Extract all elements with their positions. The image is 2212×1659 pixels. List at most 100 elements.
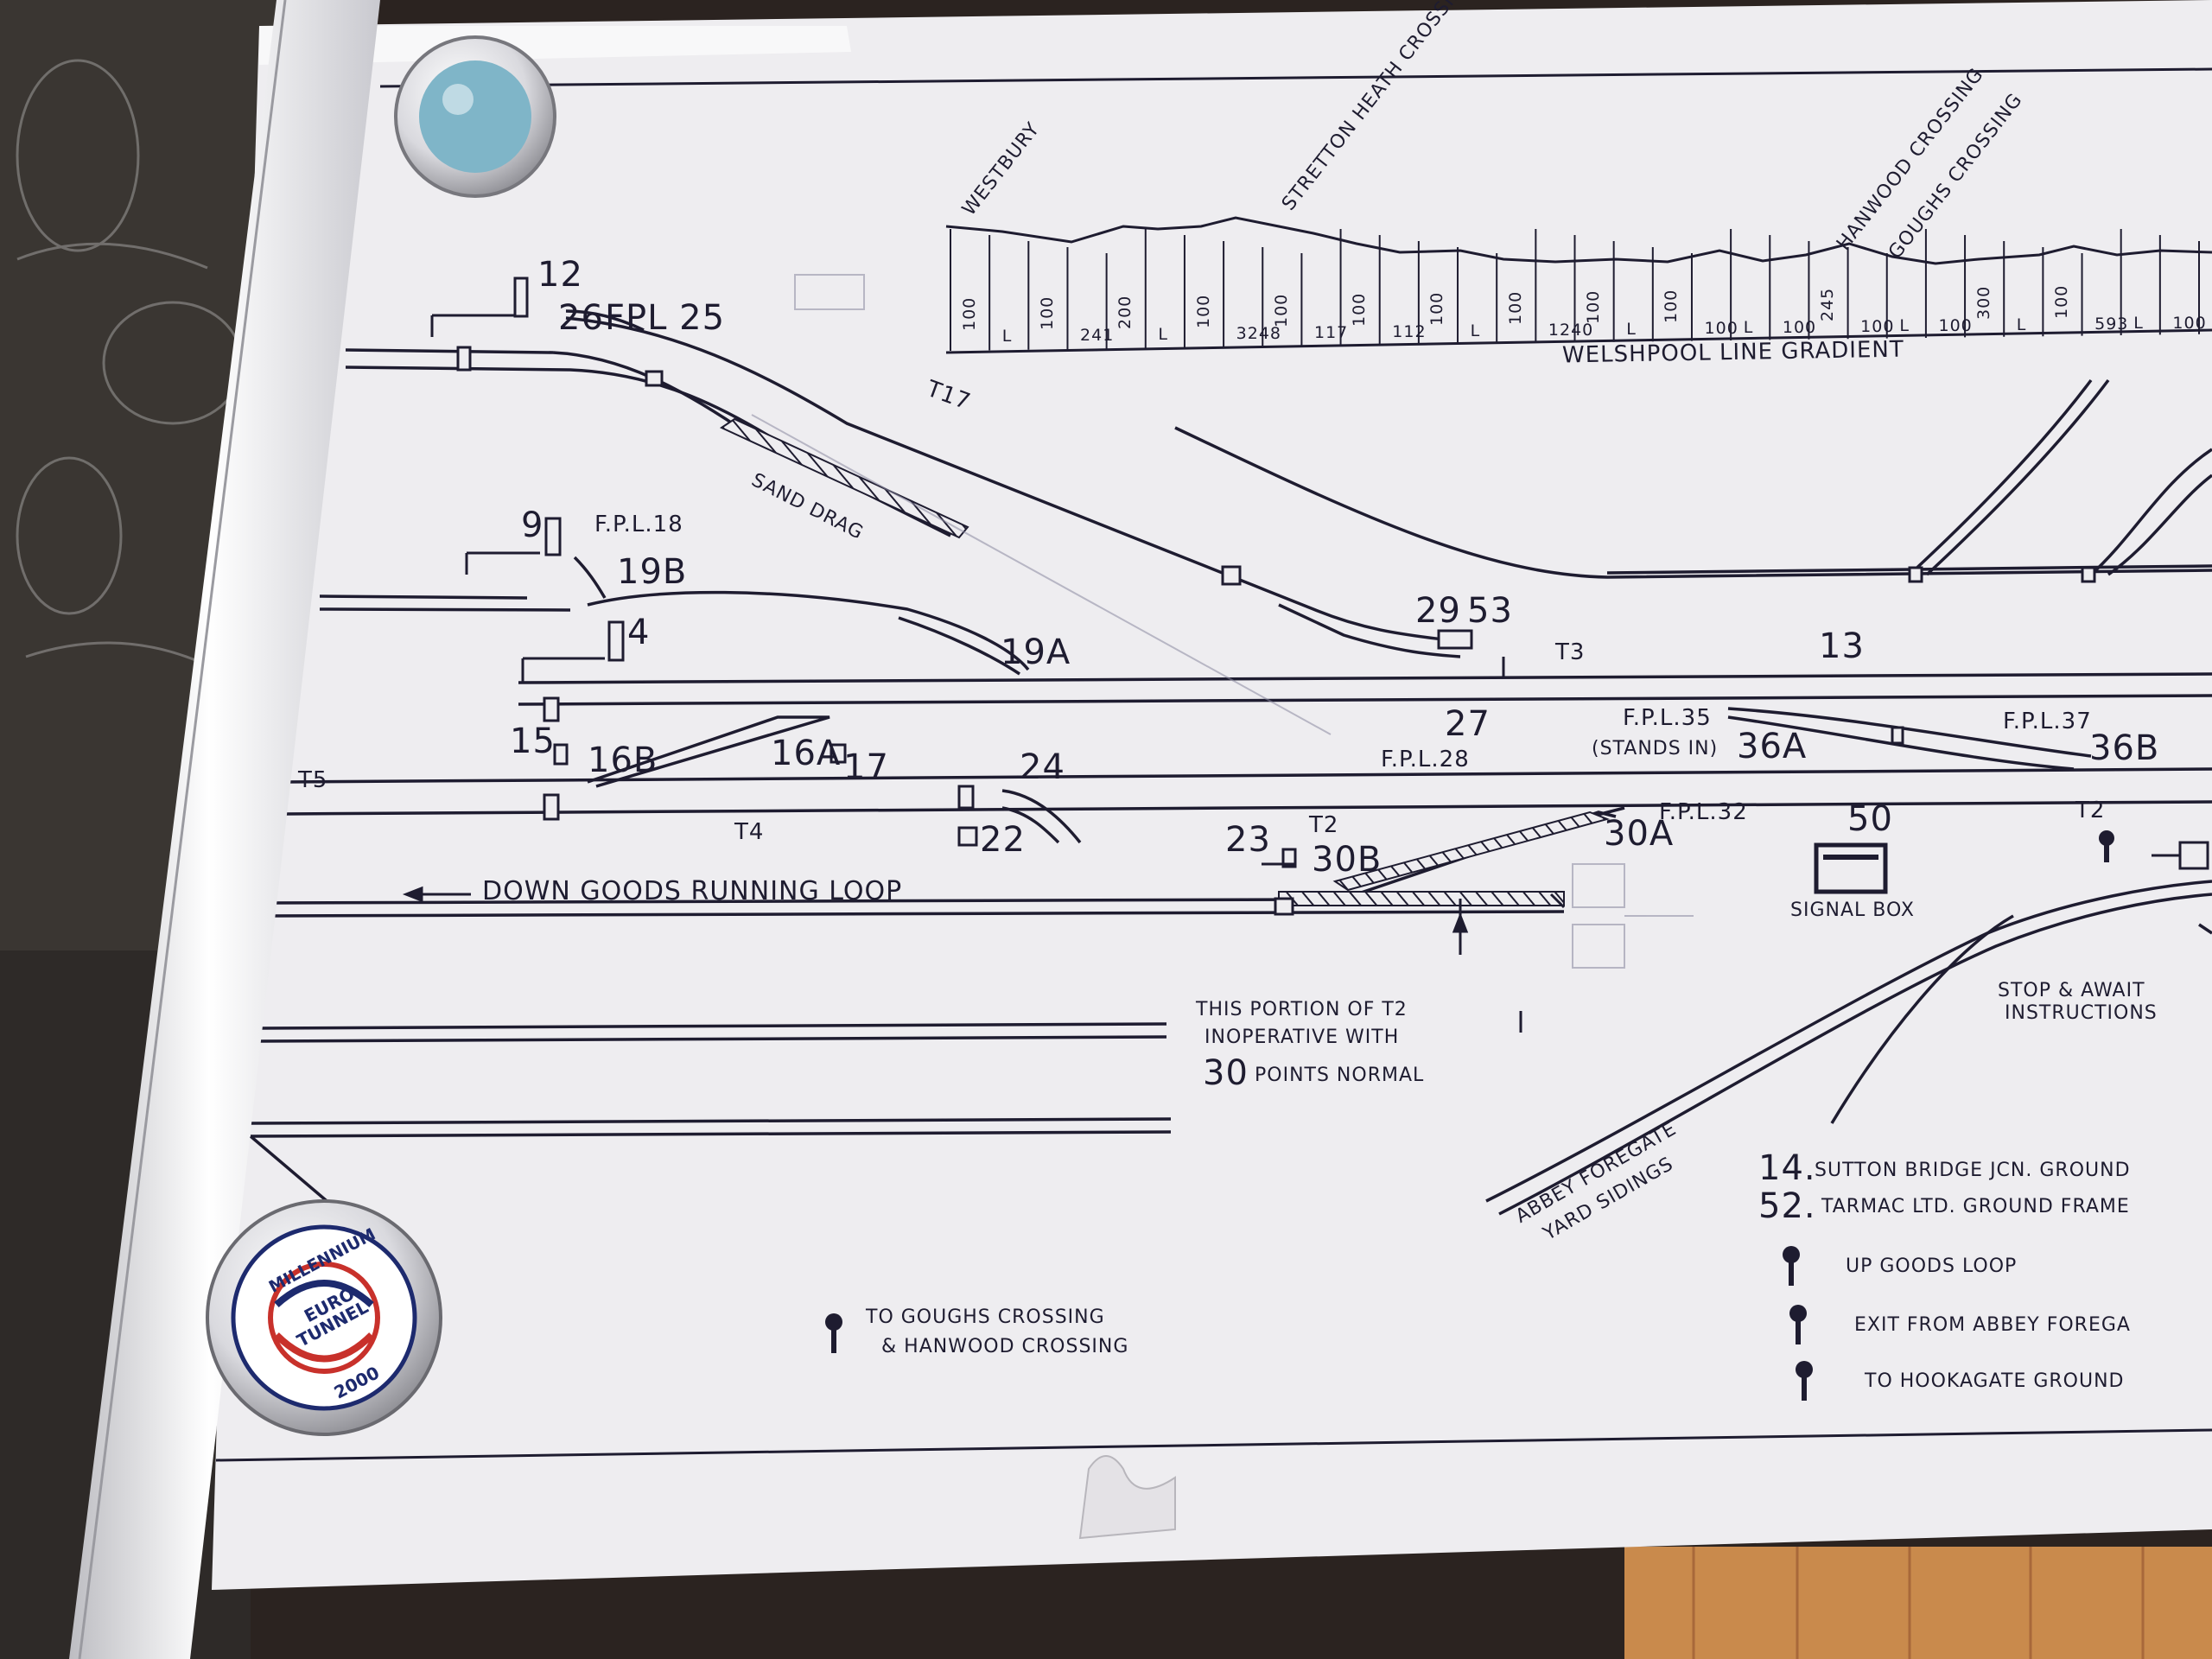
- label-12: 12: [537, 255, 583, 295]
- gradient-value: 245: [1818, 287, 1838, 321]
- gradient-title: WELSHPOOL LINE GRADIENT: [1561, 336, 1904, 369]
- gradient-value: 100: [1350, 292, 1370, 327]
- label-53: 53: [1467, 591, 1513, 631]
- gradient-value: 3248: [1236, 323, 1282, 343]
- gradient-value: L: [1743, 318, 1754, 337]
- label-t4: T4: [734, 819, 765, 845]
- gradient-value: 300: [1974, 285, 1993, 320]
- label-17: 17: [843, 747, 889, 787]
- gradient-value: 100: [1427, 291, 1447, 326]
- gradient-value: 100: [2051, 284, 2071, 319]
- t2-note-30: 30: [1203, 1053, 1249, 1093]
- label-4: 4: [627, 613, 651, 652]
- label-30a: 30A: [1604, 814, 1675, 854]
- gradient-value: L: [1626, 319, 1637, 339]
- gradient-value: L: [2016, 315, 2027, 334]
- gradient-value: 100: [1193, 294, 1213, 328]
- arrows: [402, 886, 1469, 933]
- diagram-paper: [212, 0, 2212, 1590]
- key-52-number: 52.: [1758, 1186, 1816, 1226]
- paper-roll: [69, 0, 380, 1659]
- gradient-value: 117: [1313, 322, 1349, 342]
- floor-grain: [1692, 1547, 2145, 1659]
- label-t5: T5: [298, 767, 328, 793]
- label-50: 50: [1847, 799, 1893, 839]
- label-fpl-25: FPL 25: [605, 298, 726, 338]
- gradient-value: 593: [2094, 314, 2129, 334]
- label-27: 27: [1445, 704, 1491, 744]
- label-9: 9: [521, 505, 544, 545]
- label-t2-a: T2: [1309, 812, 1339, 838]
- label-t3: T3: [1555, 639, 1586, 665]
- sand-drag-hatch: [719, 417, 969, 539]
- gradient-value: L: [2133, 314, 2144, 333]
- key-14-text: SUTTON BRIDGE JCN. GROUND: [1815, 1160, 2131, 1181]
- gradient-value: 100: [1037, 296, 1057, 330]
- label-down-goods-loop: DOWN GOODS RUNNING LOOP: [482, 876, 903, 906]
- gradient-value: L: [1001, 326, 1013, 346]
- label-fpl-32: F.P.L.32: [1659, 799, 1748, 825]
- label-23: 23: [1225, 820, 1271, 860]
- key-symbols: [825, 830, 2114, 1401]
- label-fpl-18: F.P.L.18: [594, 512, 683, 537]
- gradient-value: L: [1899, 316, 1910, 335]
- gradient-value: 100: [1271, 293, 1291, 327]
- gradient-value: L: [1158, 324, 1168, 344]
- label-22: 22: [980, 820, 1026, 860]
- t2-note-line1: THIS PORTION OF T2: [1196, 999, 1408, 1020]
- gradient-value: 100: [1782, 317, 1817, 337]
- key-52-text: TARMAC LTD. GROUND FRAME: [1821, 1196, 2130, 1217]
- border-bottom: [215, 1428, 2212, 1462]
- gradient-value: 100: [959, 296, 979, 331]
- label-29: 29: [1415, 591, 1461, 631]
- gradient-value: 100: [1860, 316, 1895, 336]
- wooden-floor: [1624, 1547, 2212, 1659]
- gradient-value: 100: [1505, 290, 1525, 325]
- glass-weight-photo: [419, 60, 531, 173]
- gradient-value: 100: [1704, 318, 1738, 338]
- gradient-value: 100: [1662, 289, 1681, 323]
- t2-note-line2: INOPERATIVE WITH: [1205, 1027, 1400, 1048]
- label-24: 24: [1020, 747, 1065, 787]
- t2-note-line3: POINTS NORMAL: [1255, 1065, 1425, 1086]
- signal-symbols: [430, 276, 2209, 1033]
- label-16b: 16B: [588, 741, 658, 780]
- gradient-value: 1240: [1548, 320, 1594, 340]
- label-signal-box: SIGNAL BOX: [1790, 899, 1915, 921]
- label-fpl-35: F.P.L.35: [1623, 705, 1712, 731]
- key-up-goods-loop: UP GOODS LOOP: [1846, 1255, 2018, 1277]
- pencil-marks: [751, 274, 1694, 969]
- label-13: 13: [1819, 626, 1865, 666]
- key-hookagate: TO HOOKAGATE GROUND: [1865, 1370, 2125, 1392]
- gradient-profile: [945, 216, 2212, 354]
- label-fpl-28: F.P.L.28: [1381, 747, 1470, 772]
- t2-hatched-branch: [1332, 810, 1611, 892]
- stop-await-line2: INSTRUCTIONS: [2005, 1002, 2158, 1024]
- key-exit-abbey: EXIT FROM ABBEY FOREGA: [1854, 1314, 2131, 1336]
- goughs-crossing-line2: & HANWOOD CROSSING: [881, 1336, 1129, 1357]
- gradient-value: 100: [1938, 315, 1973, 335]
- gradient-value: L: [1470, 321, 1481, 340]
- label-t2-b: T2: [2075, 798, 2106, 823]
- border-top: [379, 67, 2212, 88]
- label-26: 26: [558, 298, 604, 338]
- label-stands-in: (STANDS IN): [1592, 738, 1719, 760]
- label-16a: 16A: [771, 734, 842, 773]
- label-36a: 36A: [1737, 727, 1808, 766]
- gradient-value: 200: [1116, 295, 1135, 329]
- label-19b: 19B: [617, 552, 688, 592]
- label-19a: 19A: [1001, 632, 1071, 672]
- label-fpl-37: F.P.L.37: [2003, 709, 2092, 734]
- goughs-crossing-line1: TO GOUGHS CROSSING: [866, 1306, 1105, 1328]
- gradient-ticks: [950, 229, 2200, 351]
- gradient-value: 241: [1080, 325, 1115, 345]
- gradient-value: 112: [1392, 321, 1427, 341]
- stop-await-line1: STOP & AWAIT: [1998, 980, 2145, 1001]
- paper-tear: [1078, 1455, 1176, 1540]
- key-14-number: 14.: [1758, 1148, 1816, 1188]
- t2-hatched-portion: [1278, 891, 1565, 906]
- label-15: 15: [510, 721, 556, 761]
- label-30b: 30B: [1312, 840, 1382, 880]
